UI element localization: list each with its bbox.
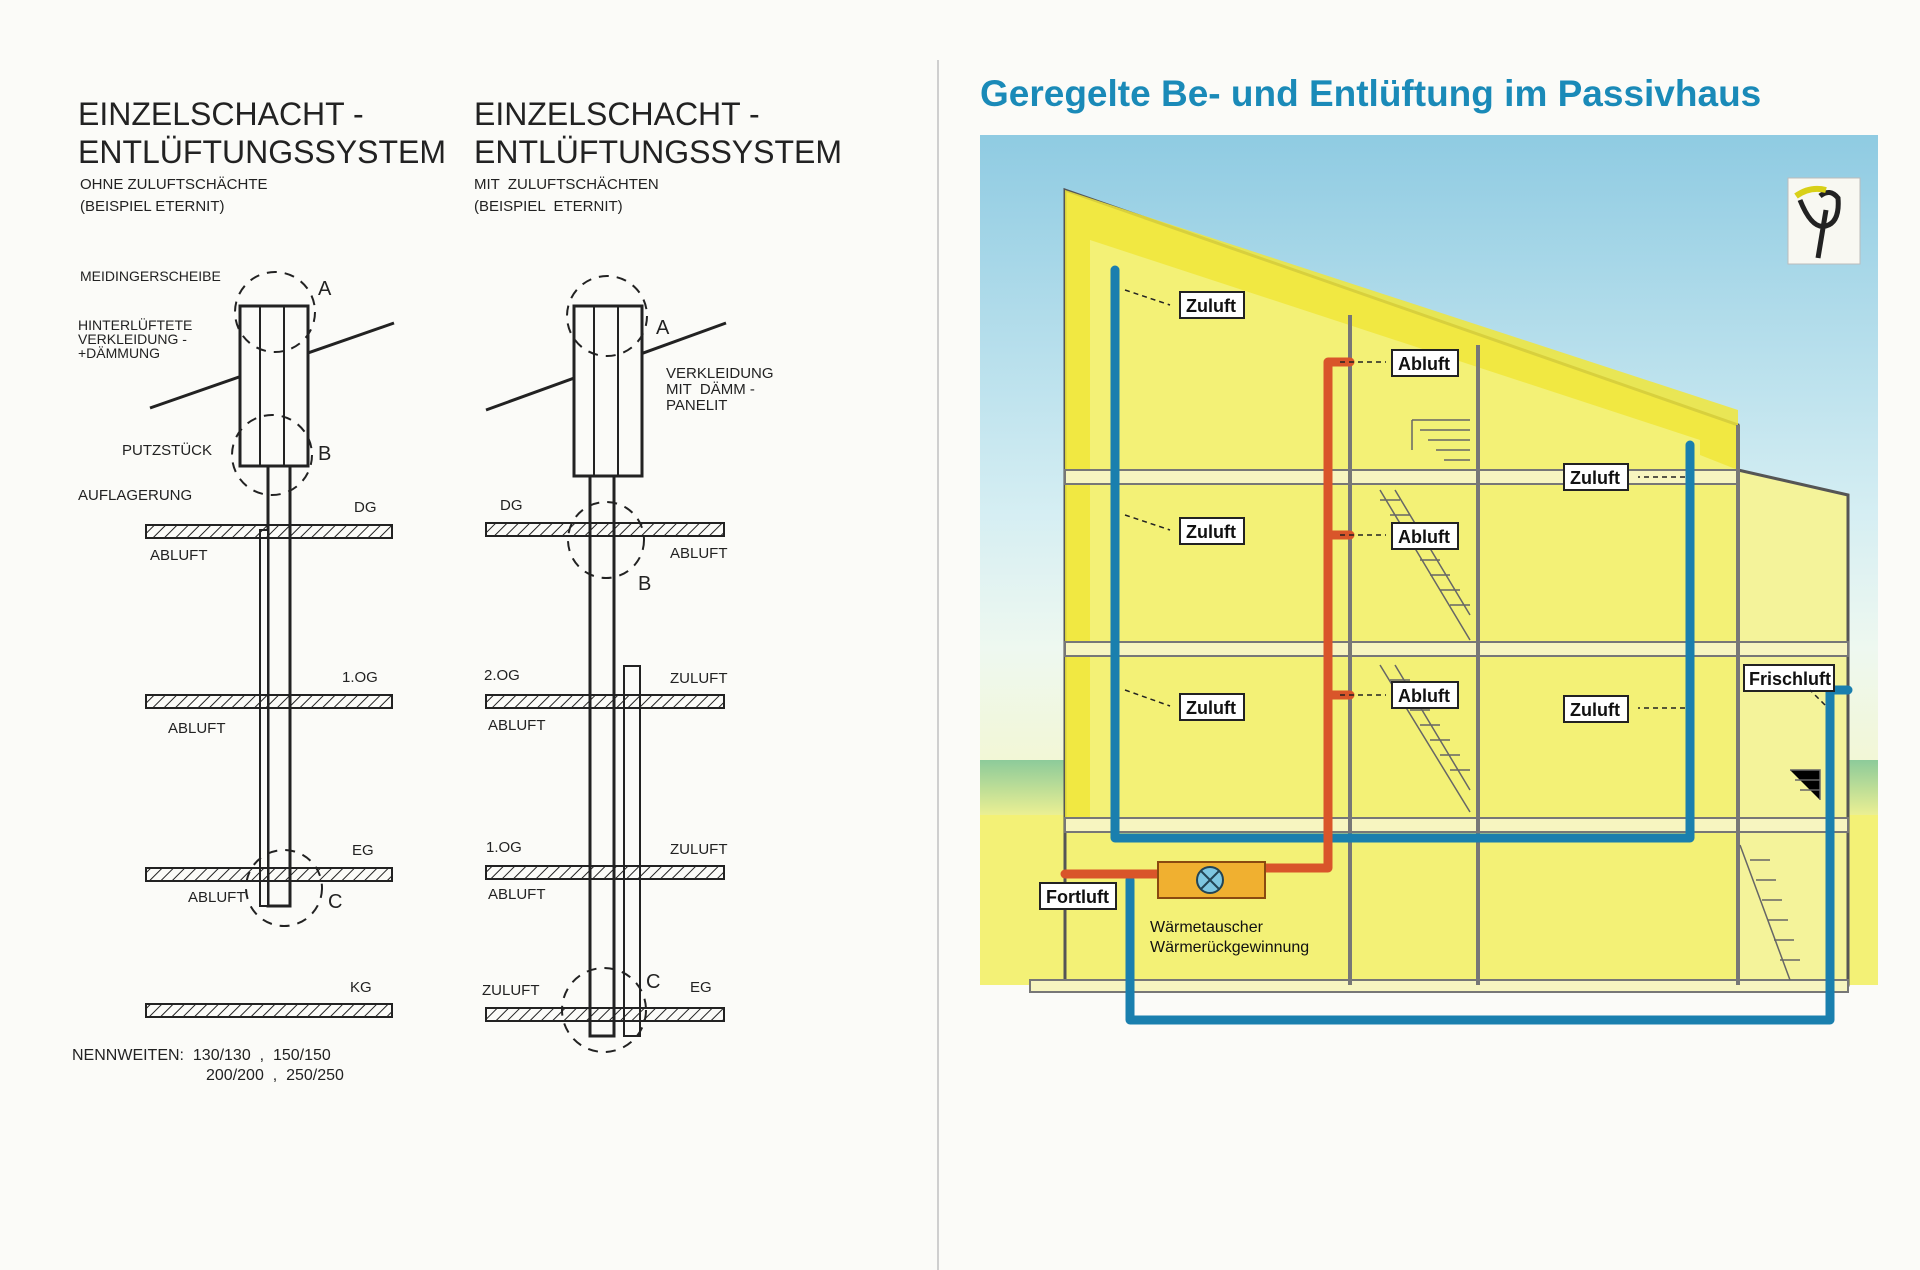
left-subtitle-line2: (BEISPIEL ETERNIT) [80,198,224,215]
middle-label-verkleidung-2: MIT DÄMM - [666,381,755,398]
middle-label-zuluft-eg: ZULUFT [482,982,540,999]
middle-slab-eg [485,1007,725,1022]
exhaust-duct-riser [1260,357,1355,873]
label-heat-exchanger-2: Wärmerückgewinnung [1150,939,1309,956]
middle-label-dg: DG [500,497,523,514]
label-frischluft: Frischluft [1749,669,1831,689]
floor-slab-base [1029,979,1849,993]
exhaust-ducts [1060,357,1355,879]
middle-shaft-zuluft [623,665,641,1037]
passivhaus-logo-swoosh [1794,185,1827,199]
middle-label-detail-a: A [656,317,670,339]
outdoor-air-duct [1125,685,1853,1025]
label-abluft-top: Abluft [1398,354,1450,374]
left-label-hinter-2: VERKLEIDUNG - [78,331,187,347]
left-slab-eg [145,867,393,882]
left-nennweiten-line1: NENNWEITEN: 130/130 , 150/150 [72,1047,331,1064]
middle-label-1og: 1.OG [486,839,522,856]
left-slab-1og [145,694,393,709]
left-label-abluft-dg: ABLUFT [150,547,208,564]
left-label-1og: 1.OG [342,669,378,686]
floor-slab-1 [1064,817,1849,833]
middle-slab-1og [485,865,725,880]
label-zuluft-mid-right: Zuluft [1570,468,1620,488]
left-subtitle-line1: OHNE ZULUFTSCHÄCHTE [80,176,268,193]
left-shaft-second [259,529,269,907]
left-title-line1: EINZELSCHACHT - [78,96,364,132]
left-label-detail-a: A [318,278,332,300]
duct-labels: Zuluft Zuluft Zuluft Zuluft Zuluft Abluf… [1039,291,1835,956]
heat-exchanger-cross [1200,870,1220,890]
middle-label-zuluft-1og: ZULUFT [670,841,728,858]
middle-label-zuluft-2og: ZULUFT [670,670,728,687]
middle-shaft-lower [588,474,616,1038]
left-label-putzstuck: PUTZSTÜCK [122,441,212,459]
left-label-detail-b: B [318,443,331,465]
roof-band [1065,190,1738,820]
label-heat-exchanger-1: Wärmetauscher [1150,919,1264,936]
left-slab-kg [145,1003,393,1018]
middle-label-abluft-dg: ABLUFT [670,545,728,562]
left-label-abluft-1og: ABLUFT [168,720,226,737]
left-label-hinter-1: HINTERLÜFTETE [78,316,192,333]
middle-label-detail-b: B [638,573,651,595]
middle-shaft [572,304,644,478]
middle-detail-circle-b [567,501,645,579]
left-label-dg: DG [354,499,377,516]
left-slab-dg [145,524,393,539]
middle-label-detail-c: C [646,971,660,993]
left-title-line2: ENTLÜFTUNGSSYSTEM [78,134,446,170]
left-label-detail-c: C [328,891,342,913]
label-zuluft-top: Zuluft [1186,296,1236,316]
label-abluft-mid: Abluft [1398,527,1450,547]
leader-arrows [1124,289,1826,709]
left-label-eg: EG [352,842,374,859]
middle-label-verkleidung-3: PANELIT [666,397,727,414]
floor-slab-3 [1064,469,1739,485]
middle-label-2og: 2.OG [484,667,520,684]
left-label-abluft-eg: ABLUFT [188,889,246,906]
floor-slab-2 [1064,641,1849,657]
left-detail-circle-c [245,849,323,927]
left-diagram: EINZELSCHACHT - ENTLÜFTUNGSSYSTEM OHNE Z… [72,96,446,1084]
middle-label-abluft-1og: ABLUFT [488,886,546,903]
middle-diagram: EINZELSCHACHT - ENTLÜFTUNGSSYSTEM MIT ZU… [474,96,842,1053]
label-zuluft-mid-left: Zuluft [1186,522,1236,542]
left-label-kg: KG [350,979,372,996]
staircase [1379,419,1821,981]
label-fortluft: Fortluft [1046,887,1109,907]
label-zuluft-low-right: Zuluft [1570,700,1620,720]
left-detail-circle-a [234,271,316,353]
left-nennweiten-line2: 200/200 , 250/250 [206,1067,344,1084]
middle-slab-dg [485,522,725,537]
middle-subtitle-line2: (BEISPIEL ETERNIT) [474,198,623,215]
middle-title-line1: EINZELSCHACHT - [474,96,760,132]
supply-duct-main [1110,265,1695,843]
middle-title-line2: ENTLÜFTUNGSSYSTEM [474,134,842,170]
middle-detail-circle-a [566,275,648,357]
left-label-meidingerscheibe: MEIDINGERSCHEIBE [80,268,221,284]
passivhaus-logo-mark [1797,190,1841,259]
label-zuluft-low-left: Zuluft [1186,698,1236,718]
label-abluft-low: Abluft [1398,686,1450,706]
left-label-hinter-3: +DÄMMUNG [78,345,160,361]
middle-label-eg: EG [690,979,712,996]
middle-label-abluft-2og: ABLUFT [488,717,546,734]
left-detail-circle-b [231,414,313,496]
right-title: Geregelte Be- und Entlüftung im Passivha… [980,73,1761,114]
supply-ducts [1110,265,1853,1025]
middle-label-verkleidung-1: VERKLEIDUNG [666,365,774,382]
right-diagram: Geregelte Be- und Entlüftung im Passivha… [980,73,1878,1025]
middle-slab-2og [485,694,725,709]
middle-subtitle-line1: MIT ZULUFTSCHÄCHTEN [474,176,659,193]
left-label-auflagerung: AUFLAGERUNG [78,487,192,504]
left-shaft [238,304,310,468]
